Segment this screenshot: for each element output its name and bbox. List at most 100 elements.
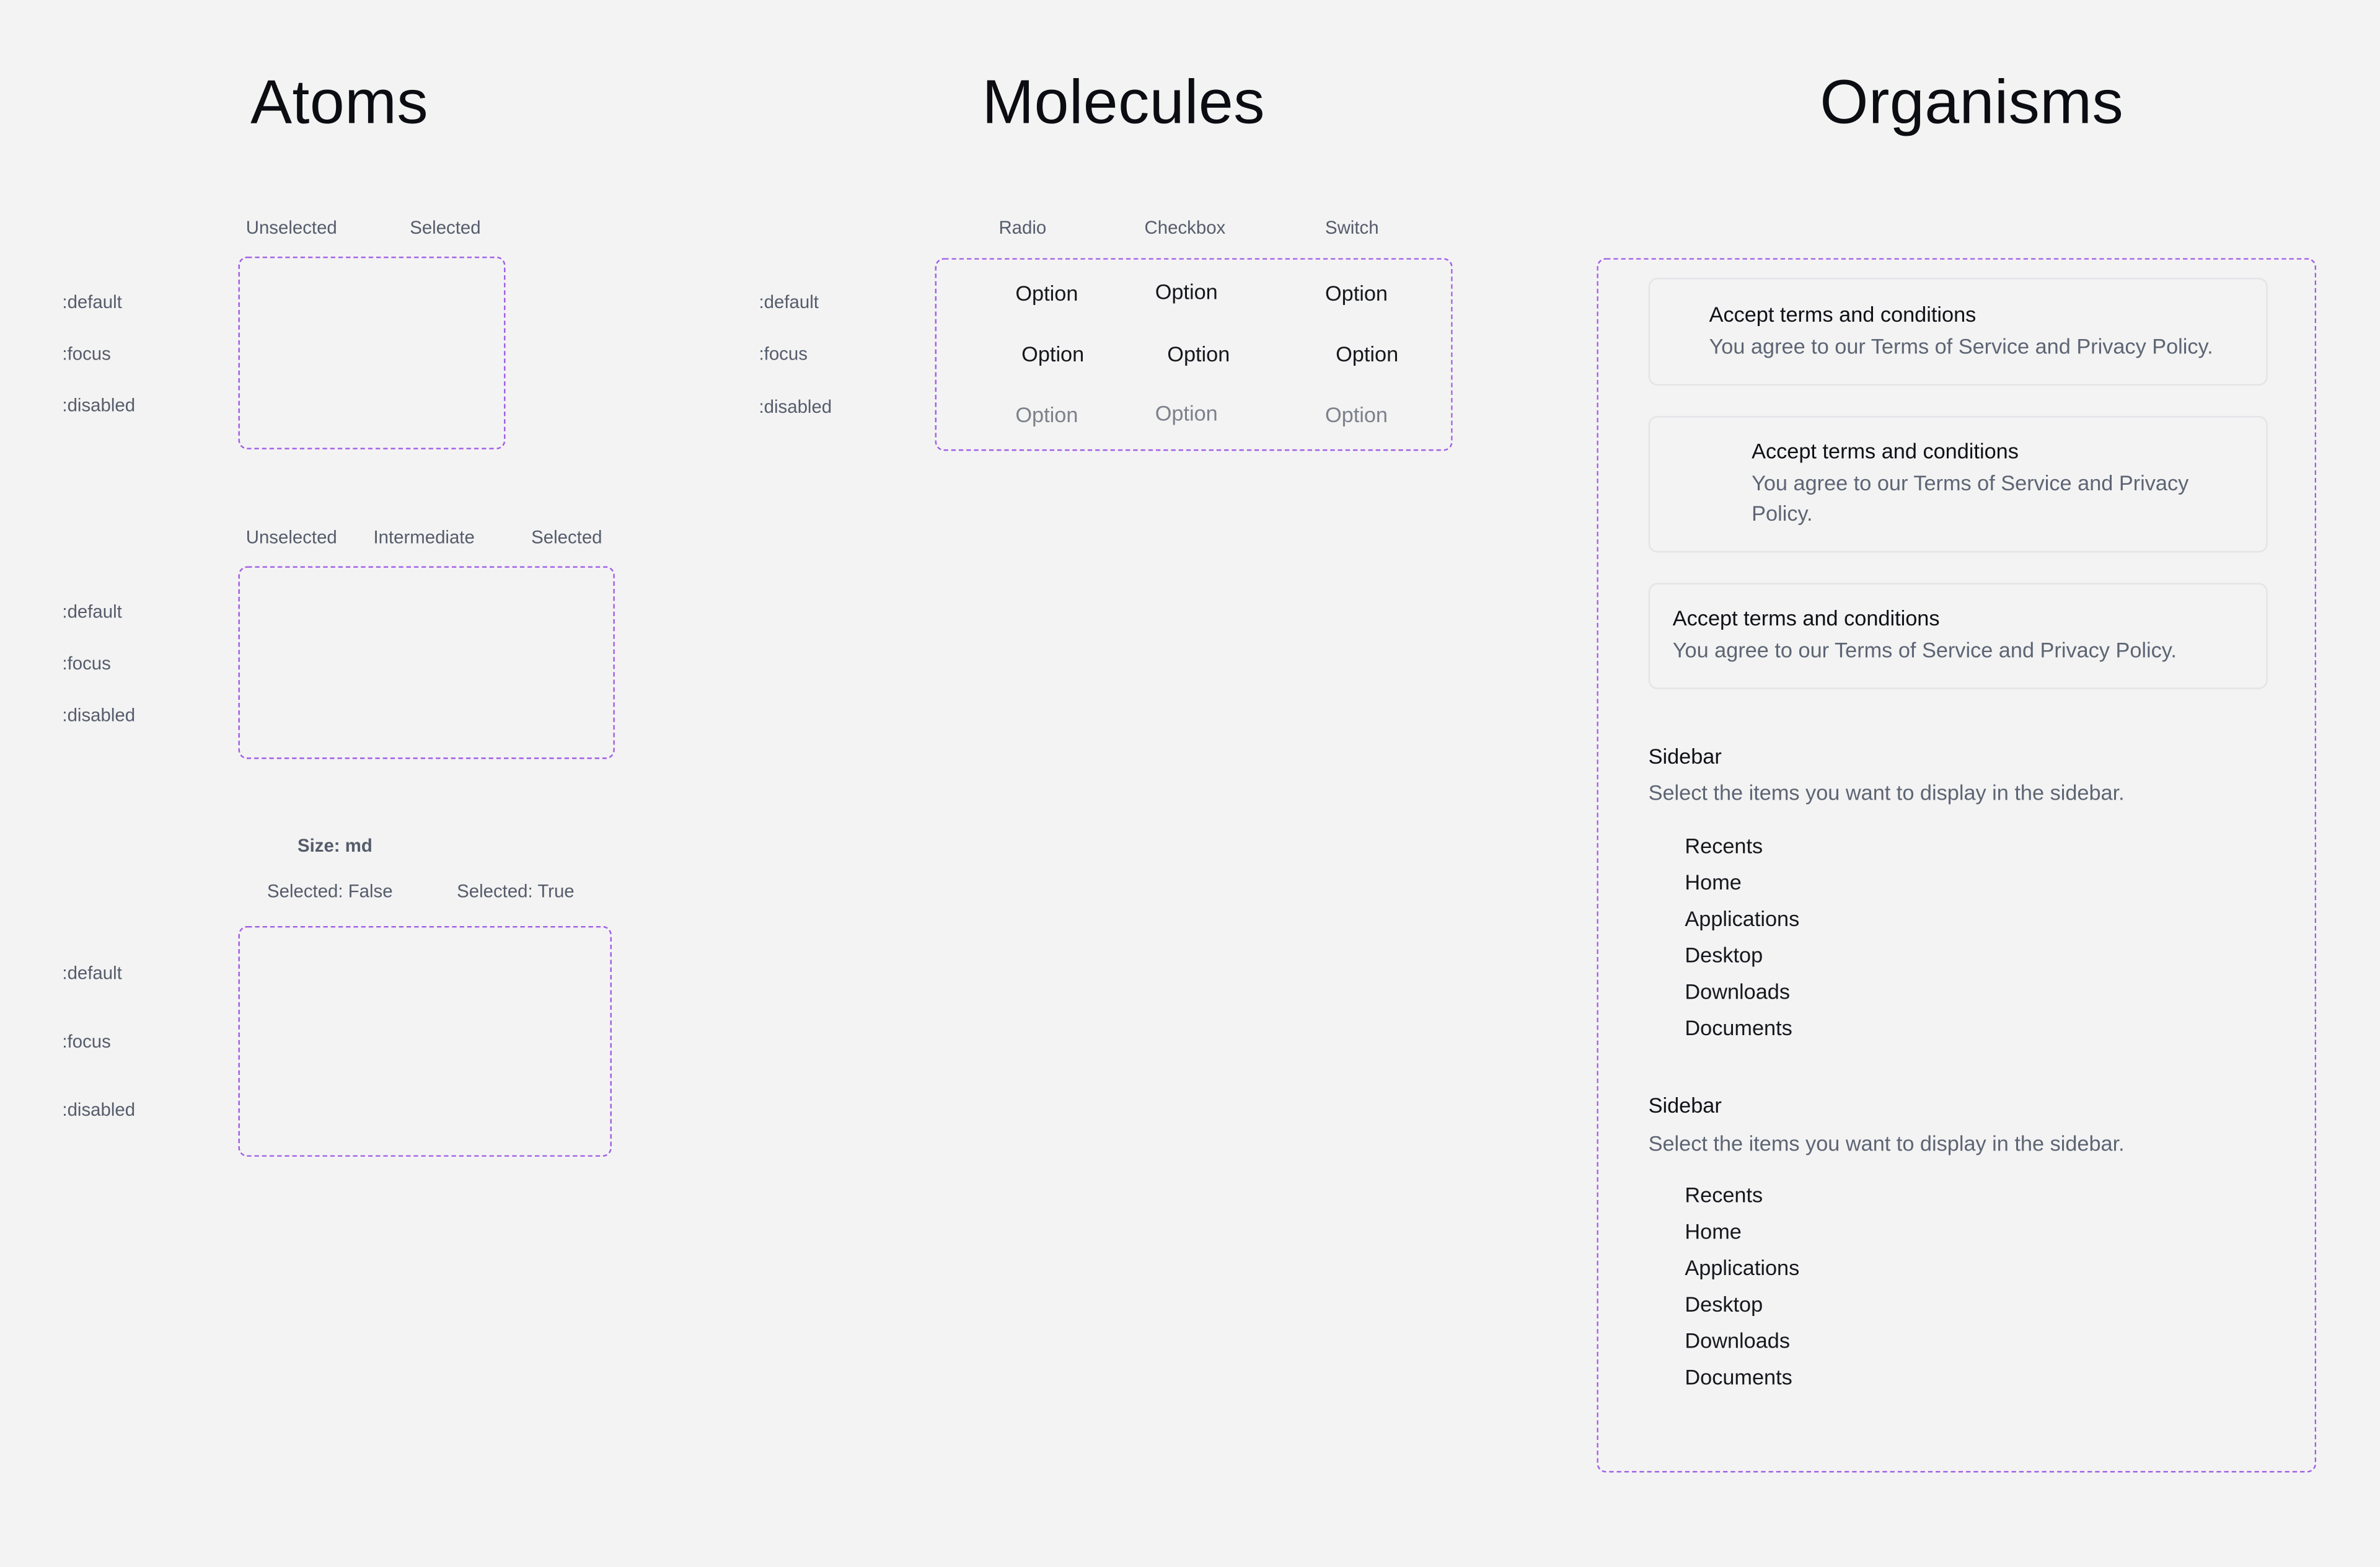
- switch-option-default-control[interactable]: [1259, 276, 1315, 310]
- state-label-default: :default: [759, 291, 819, 313]
- sidebar-radio-title: Sidebar: [1648, 744, 1722, 769]
- checkbox-option-disabled-control: [1120, 402, 1145, 427]
- radio-item-control[interactable]: [1648, 869, 1673, 895]
- radio-selected-focus[interactable]: [430, 335, 466, 373]
- state-label-disabled: :disabled: [62, 704, 136, 726]
- radio-selected-default[interactable]: [436, 287, 460, 311]
- radio-item-home[interactable]: Home: [1685, 870, 1742, 894]
- checkbox-selected-disabled: [558, 704, 581, 728]
- col-label-selected: Selected: [531, 526, 602, 549]
- radio-selected-disabled: [436, 394, 460, 417]
- col-label-selected-false: Selected: False: [267, 880, 393, 902]
- state-label-disabled: :disabled: [62, 1099, 136, 1121]
- checkbox-item-applications[interactable]: Applications: [1685, 1255, 1800, 1280]
- molecules-title: Molecules: [982, 66, 1265, 137]
- radio-unselected-focus[interactable]: [278, 335, 314, 373]
- checkbox-unselected-disabled: [284, 703, 309, 728]
- state-label-disabled: :disabled: [759, 396, 832, 418]
- organisms-title: Organisms: [1820, 66, 2124, 137]
- switch-off-disabled: [299, 1090, 366, 1127]
- radio-option-label: Option: [1015, 402, 1078, 427]
- switch-off-default[interactable]: [299, 956, 366, 993]
- radio-atoms-frame: [238, 256, 506, 449]
- col-label-selected-true: Selected: True: [457, 880, 575, 902]
- checkbox-option-label[interactable]: Option: [1167, 342, 1230, 366]
- radio-option-label[interactable]: Option: [1021, 342, 1085, 366]
- organisms-frame: [1597, 258, 2317, 1473]
- radio-item-control[interactable]: [1648, 906, 1673, 931]
- molecules-frame: [935, 258, 1453, 451]
- radio-item-recents[interactable]: Recents: [1685, 833, 1763, 858]
- state-label-default: :default: [62, 291, 122, 313]
- checkbox-item-control[interactable]: [1649, 1291, 1673, 1316]
- checkbox-option-label[interactable]: Option: [1155, 279, 1218, 304]
- checkbox-item-recents[interactable]: Recents: [1685, 1182, 1763, 1207]
- switch-on-disabled: [484, 1090, 551, 1127]
- radio-item-applications[interactable]: Applications: [1685, 906, 1800, 931]
- atoms-title: Atoms: [250, 66, 429, 137]
- col-label-checkbox: Checkbox: [1144, 217, 1226, 239]
- terms-switch-card[interactable]: [1648, 416, 2268, 553]
- checkbox-selected-focus[interactable]: [550, 643, 589, 682]
- state-label-focus: :focus: [62, 653, 111, 674]
- checkbox-option-label: Option: [1155, 400, 1218, 425]
- checkbox-intermediate-focus[interactable]: [408, 643, 447, 682]
- checkbox-item-control[interactable]: [1649, 1218, 1673, 1243]
- sidebar-radio-desc: Select the items you want to display in …: [1648, 780, 2125, 805]
- checkbox-item-home[interactable]: Home: [1685, 1219, 1742, 1243]
- radio-item-control[interactable]: [1648, 832, 1673, 859]
- switch-on-focus[interactable]: [484, 1023, 551, 1060]
- radio-item-downloads[interactable]: Downloads: [1685, 979, 1791, 1004]
- checkbox-intermediate-default[interactable]: [416, 596, 439, 620]
- checkbox-option-focus-control[interactable]: [1117, 330, 1163, 377]
- checkbox-selected-default[interactable]: [558, 596, 581, 620]
- terms-radio-card[interactable]: [1648, 278, 2268, 386]
- sidebar-checkbox-desc: Select the items you want to display in …: [1648, 1131, 2125, 1155]
- radio-option-default-control[interactable]: [981, 281, 1005, 305]
- radio-option-focus-control[interactable]: [974, 333, 1014, 374]
- checkbox-intermediate-disabled: [416, 704, 439, 728]
- radio-item-documents[interactable]: Documents: [1685, 1015, 1792, 1040]
- checkbox-item-control[interactable]: [1649, 1328, 1673, 1353]
- radio-item-control[interactable]: [1648, 978, 1673, 1004]
- radio-item-desktop[interactable]: Desktop: [1685, 942, 1763, 968]
- switch-on-default[interactable]: [484, 956, 551, 993]
- switch-option-focus-control[interactable]: [1270, 337, 1325, 371]
- switch-option-label[interactable]: Option: [1336, 342, 1399, 366]
- checkbox-item-control[interactable]: [1649, 1364, 1673, 1389]
- terms-radio-desc: You agree to our Terms of Service and Pr…: [1709, 333, 2213, 358]
- checkbox-item-desktop[interactable]: Desktop: [1685, 1292, 1763, 1317]
- col-label-selected: Selected: [410, 217, 481, 239]
- checkbox-atoms-frame: [238, 566, 615, 759]
- switch-off-focus[interactable]: [299, 1023, 366, 1060]
- checkbox-item-control[interactable]: [1649, 1182, 1673, 1207]
- switch-option-label[interactable]: Option: [1324, 281, 1388, 306]
- col-label-radio: Radio: [998, 217, 1047, 239]
- switch-option-disabled-control: [1259, 397, 1315, 431]
- col-label-switch: Switch: [1324, 217, 1379, 239]
- checkbox-option-default-control[interactable]: [1120, 281, 1145, 306]
- state-label-focus: :focus: [759, 343, 808, 364]
- terms-checkbox-card[interactable]: [1648, 583, 2268, 689]
- col-label-unselected: Unselected: [245, 217, 337, 239]
- radio-item-control[interactable]: [1648, 942, 1673, 968]
- terms-switch-desc: You agree to our Terms of Service and Pr…: [1752, 470, 2189, 526]
- radio-item-control[interactable]: [1648, 1015, 1673, 1041]
- state-label-focus: :focus: [62, 1030, 111, 1053]
- checkbox-unselected-default[interactable]: [284, 595, 309, 621]
- col-label-intermediate: Intermediate: [373, 526, 475, 549]
- col-label-unselected: Unselected: [245, 526, 337, 549]
- terms-checkbox-title: Accept terms and conditions: [1672, 606, 1940, 630]
- checkbox-unselected-focus[interactable]: [278, 643, 316, 682]
- radio-unselected-disabled: [284, 394, 308, 417]
- checkbox-item-control[interactable]: [1649, 1255, 1673, 1279]
- switch-size-label: Size: md: [298, 834, 372, 857]
- radio-option-label[interactable]: Option: [1015, 281, 1078, 306]
- switch-option-label: Option: [1324, 402, 1388, 427]
- state-label-disabled: :disabled: [62, 394, 136, 417]
- radio-unselected-default[interactable]: [284, 287, 308, 311]
- checkbox-item-documents[interactable]: Documents: [1685, 1364, 1792, 1389]
- state-label-default: :default: [62, 601, 122, 623]
- checkbox-item-downloads[interactable]: Downloads: [1685, 1328, 1791, 1353]
